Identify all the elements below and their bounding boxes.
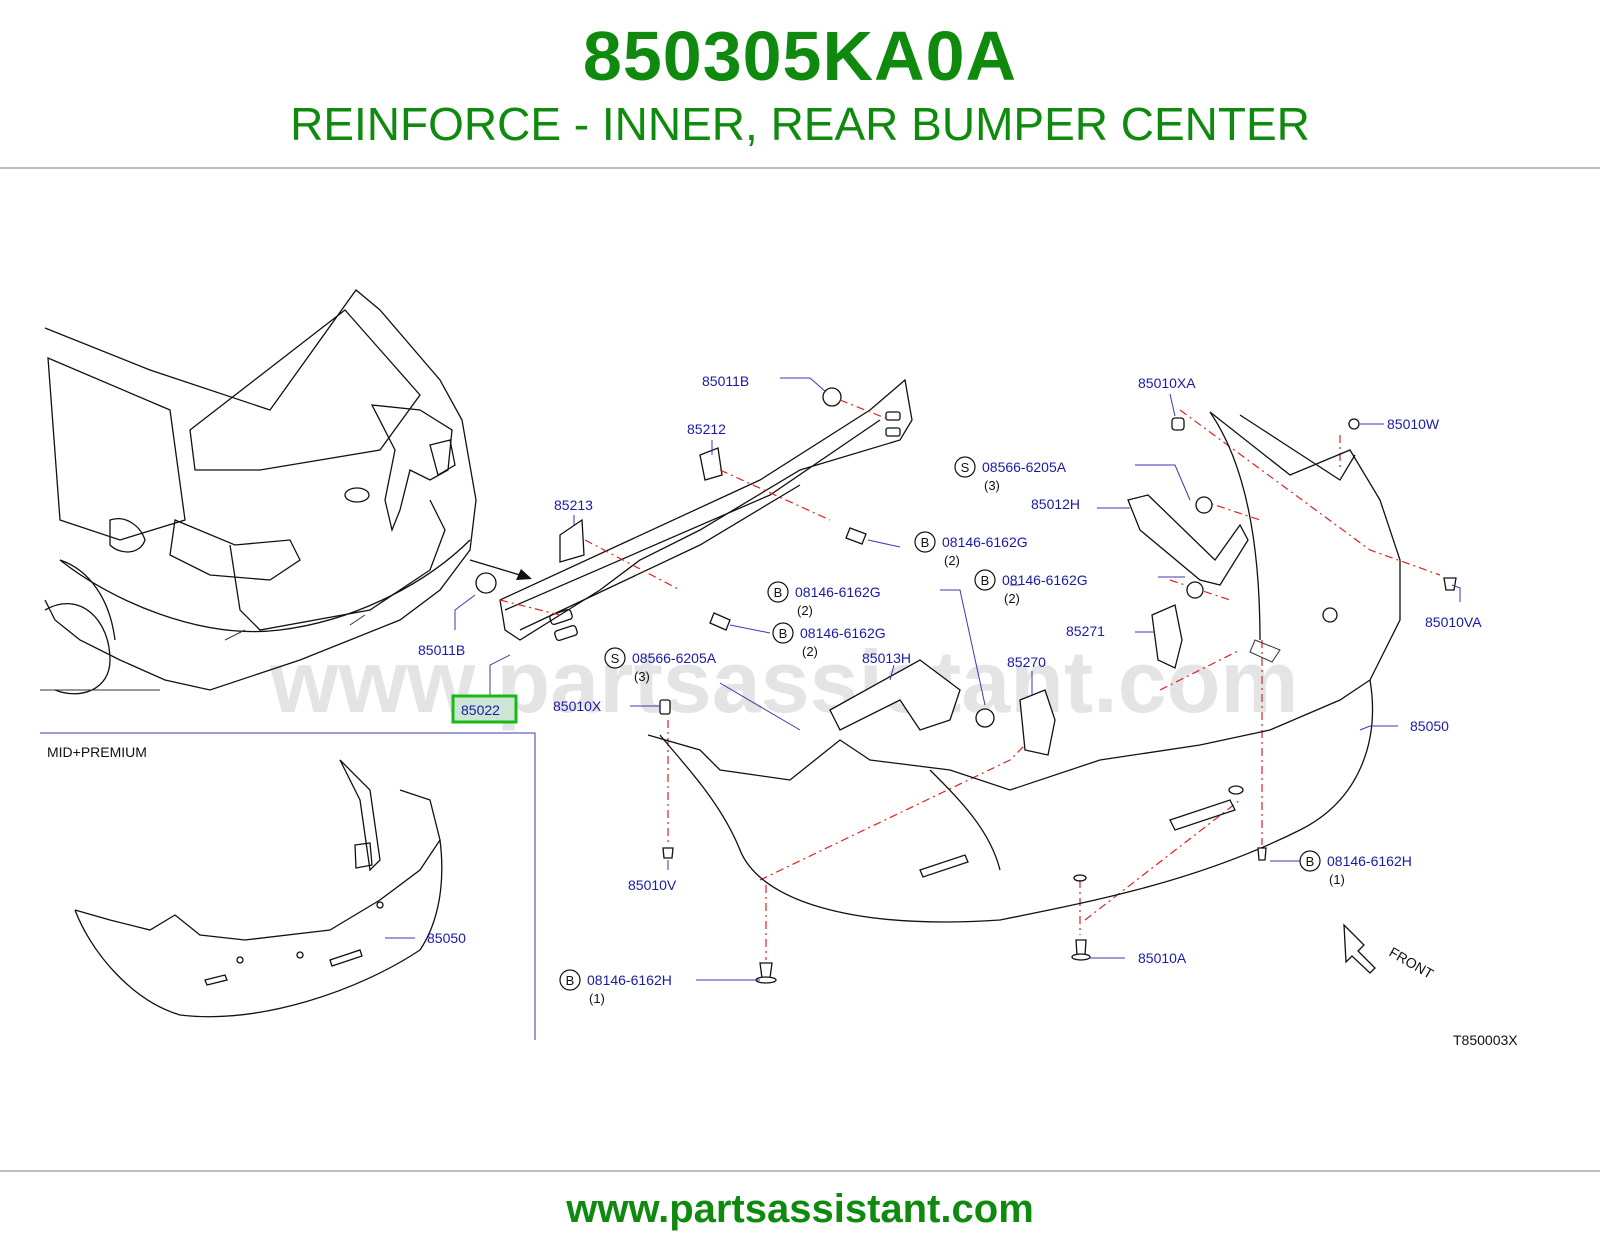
label-85050-inset[interactable]: 85050: [427, 930, 466, 946]
clips: [659, 417, 1457, 984]
label-08146-6162G-2[interactable]: 08146-6162G: [795, 584, 881, 600]
qty-08146-6162G-1: (2): [944, 553, 960, 568]
bolt-symbol-letter: B: [981, 573, 990, 588]
footer-divider: [0, 1170, 1600, 1172]
label-08566-6205A-2[interactable]: 08566-6205A: [632, 650, 717, 666]
qty-08146-6162H-2: (1): [589, 991, 605, 1006]
label-85011B-left[interactable]: 85011B: [418, 642, 465, 658]
screw-symbol-letter: S: [961, 460, 970, 475]
label-85270[interactable]: 85270: [1007, 654, 1046, 670]
leader-lines: [385, 377, 1461, 981]
label-85010VA[interactable]: 85010VA: [1425, 614, 1482, 630]
direction-arrow: [469, 559, 532, 580]
front-label: FRONT: [1387, 944, 1437, 982]
bracket-85212: [699, 447, 723, 481]
label-85010A[interactable]: 85010A: [1138, 950, 1187, 966]
qty-08566-6205A-1: (3): [984, 478, 1000, 493]
header: 850305KA0A REINFORCE - INNER, REAR BUMPE…: [0, 0, 1600, 168]
qty-08146-6162G-3: (2): [802, 644, 818, 659]
label-85212[interactable]: 85212: [687, 421, 726, 437]
watermark: www.partsassistant.com: [269, 632, 1299, 731]
bolt-symbol-letter: B: [779, 626, 788, 641]
bolt-symbol: [1299, 850, 1321, 872]
label-08146-6162G-1[interactable]: 08146-6162G: [942, 534, 1028, 550]
bracket-85213: [559, 518, 585, 563]
label-85013H[interactable]: 85013H: [862, 650, 911, 666]
screw-symbol: [604, 647, 626, 669]
label-08566-6205A-1[interactable]: 08566-6205A: [982, 459, 1067, 475]
label-08146-6162G-3[interactable]: 08146-6162G: [800, 625, 886, 641]
bolt-symbol: [914, 531, 936, 553]
diagram-code: T850003X: [1453, 1032, 1518, 1048]
part-name-subtitle: REINFORCE - INNER, REAR BUMPER CENTER: [290, 98, 1310, 150]
label-85010X[interactable]: 85010X: [553, 698, 602, 714]
qty-08146-6162G-2: (2): [797, 603, 813, 618]
label-85012H[interactable]: 85012H: [1031, 496, 1080, 512]
label-08146-6162H-1[interactable]: 08146-6162H: [1327, 853, 1412, 869]
bolt-symbol: [772, 622, 794, 644]
label-85010W[interactable]: 85010W: [1387, 416, 1440, 432]
footer-url[interactable]: www.partsassistant.com: [566, 1187, 1034, 1231]
screw-symbol-letter: S: [611, 651, 620, 666]
fastener-callouts: B 08146-6162G (2) B 08146-6162G (2) B 08…: [559, 456, 1412, 1006]
label-85213[interactable]: 85213: [554, 497, 593, 513]
inset-mid-premium: MID+PREMIUM: [40, 732, 536, 1040]
bolt-symbol-letter: B: [921, 535, 930, 550]
label-85271[interactable]: 85271: [1066, 623, 1105, 639]
bracket-85271: [1151, 581, 1204, 669]
front-arrow: FRONT: [1343, 923, 1437, 982]
label-85050-main[interactable]: 85050: [1410, 718, 1449, 734]
highlight-box-85022: [451, 694, 518, 724]
bolt-symbol: [767, 581, 789, 603]
rear-bumper-fascia-85050: [647, 411, 1401, 923]
bolt-symbol: [974, 569, 996, 591]
bolt-symbol: [559, 969, 581, 991]
qty-08566-6205A-2: (3): [634, 669, 650, 684]
label-85010XA[interactable]: 85010XA: [1138, 375, 1196, 391]
screw-symbol: [954, 456, 976, 478]
bolt-symbol-letter: B: [774, 585, 783, 600]
qty-08146-6162G-4: (2): [1004, 591, 1020, 606]
qty-08146-6162H-1: (1): [1329, 872, 1345, 887]
part-labels: 85011B 85212 85213 85011B 85022 85010X 8…: [418, 373, 1482, 966]
retainer-85012H: [1127, 494, 1249, 586]
label-08146-6162H-2[interactable]: 08146-6162H: [587, 972, 672, 988]
label-85022[interactable]: 85022: [461, 702, 500, 718]
part-number-title: 850305KA0A: [582, 17, 1018, 95]
label-08146-6162G-4[interactable]: 08146-6162G: [1002, 572, 1088, 588]
header-divider: [0, 167, 1600, 169]
inset-label: MID+PREMIUM: [47, 744, 147, 760]
bolt-symbol-letter: B: [566, 973, 575, 988]
label-85010V[interactable]: 85010V: [628, 877, 677, 893]
vehicle-rear-illustration: [40, 289, 477, 695]
retainer-85013H: [829, 659, 961, 731]
reinforcement-beam-85022: [499, 378, 913, 642]
fasteners-beam: [475, 387, 867, 631]
label-85011B-top[interactable]: 85011B: [702, 373, 749, 389]
bracket-85270: [975, 689, 1056, 756]
bolt-symbol-letter: B: [1306, 854, 1315, 869]
